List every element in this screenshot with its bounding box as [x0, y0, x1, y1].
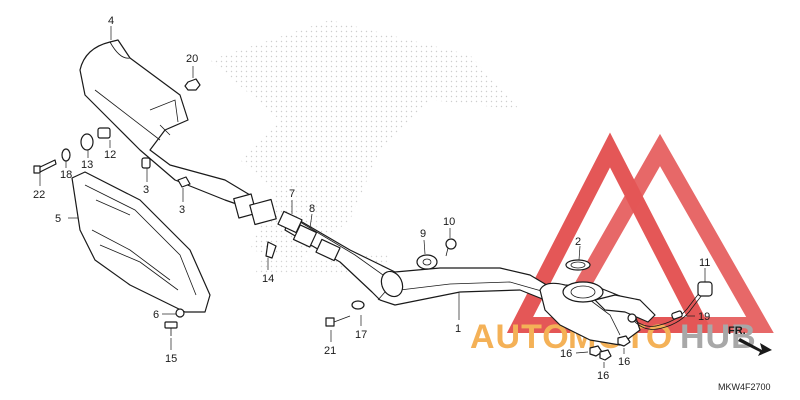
direction-label: FR. — [728, 325, 746, 337]
gasket — [565, 259, 591, 271]
bolt-22 — [33, 159, 57, 174]
pipe-clamp — [377, 270, 404, 301]
label-part-22: 22 — [33, 189, 45, 201]
watermark-text-hub: HUB — [680, 318, 757, 356]
label-part-21: 21 — [324, 345, 336, 357]
rubber-mount — [416, 254, 438, 270]
nut-16b — [599, 349, 612, 361]
leader-lines — [39, 26, 706, 368]
label-part-1: 1 — [455, 323, 461, 335]
front-direction-arrow: FR. — [728, 325, 772, 356]
bolt-21 — [325, 315, 351, 327]
label-part-14: 14 — [262, 273, 274, 285]
bolt-6 — [175, 308, 185, 318]
label-part-17: 17 — [355, 329, 367, 341]
collar-12 — [97, 127, 111, 139]
label-part-16b: 16 — [597, 370, 609, 382]
label-part-7: 7 — [289, 188, 295, 200]
label-part-2: 2 — [575, 236, 581, 248]
watermark-text-auto: AUTO — [470, 318, 570, 356]
pipe-collar — [292, 224, 341, 262]
label-part-3a: 3 — [143, 184, 149, 196]
label-part-18: 18 — [60, 169, 72, 181]
label-part-8: 8 — [309, 203, 315, 215]
label-part-12: 12 — [104, 149, 116, 161]
label-part-4: 4 — [108, 15, 114, 27]
label-part-16a: 16 — [560, 348, 572, 360]
heat-shield — [71, 171, 211, 313]
muffler — [79, 39, 277, 226]
catalyst-housing — [539, 281, 656, 346]
label-part-15: 15 — [165, 353, 177, 365]
label-part-13: 13 — [81, 159, 93, 171]
oxygen-sensor — [627, 281, 713, 330]
washer-17 — [351, 300, 365, 310]
clip-3b — [177, 176, 191, 188]
clip-3a — [141, 157, 151, 169]
honda-wing-emblem — [210, 20, 520, 275]
nut-20 — [184, 78, 201, 91]
label-part-11: 11 — [699, 257, 710, 269]
label-part-9: 9 — [420, 228, 426, 240]
nut-16a — [589, 345, 603, 357]
bolt-14 — [265, 241, 277, 259]
label-part-3b: 3 — [179, 204, 185, 216]
callout-labels: 4 20 5 6 15 7 8 14 9 10 1 17 21 2 11 19 … — [33, 15, 710, 382]
label-part-20: 20 — [186, 53, 198, 65]
label-part-19: 19 — [698, 311, 710, 323]
label-part-16c: 16 — [618, 356, 630, 368]
diagram-code: MKW4F2700 — [718, 382, 771, 392]
bolt-15 — [164, 321, 178, 336]
rubber-13 — [80, 133, 94, 151]
label-part-5: 5 — [55, 213, 61, 225]
nut-16c — [617, 335, 631, 347]
label-part-10: 10 — [443, 216, 455, 228]
bolt-10 — [445, 238, 457, 257]
label-part-6: 6 — [153, 309, 159, 321]
washer-18 — [61, 148, 71, 162]
